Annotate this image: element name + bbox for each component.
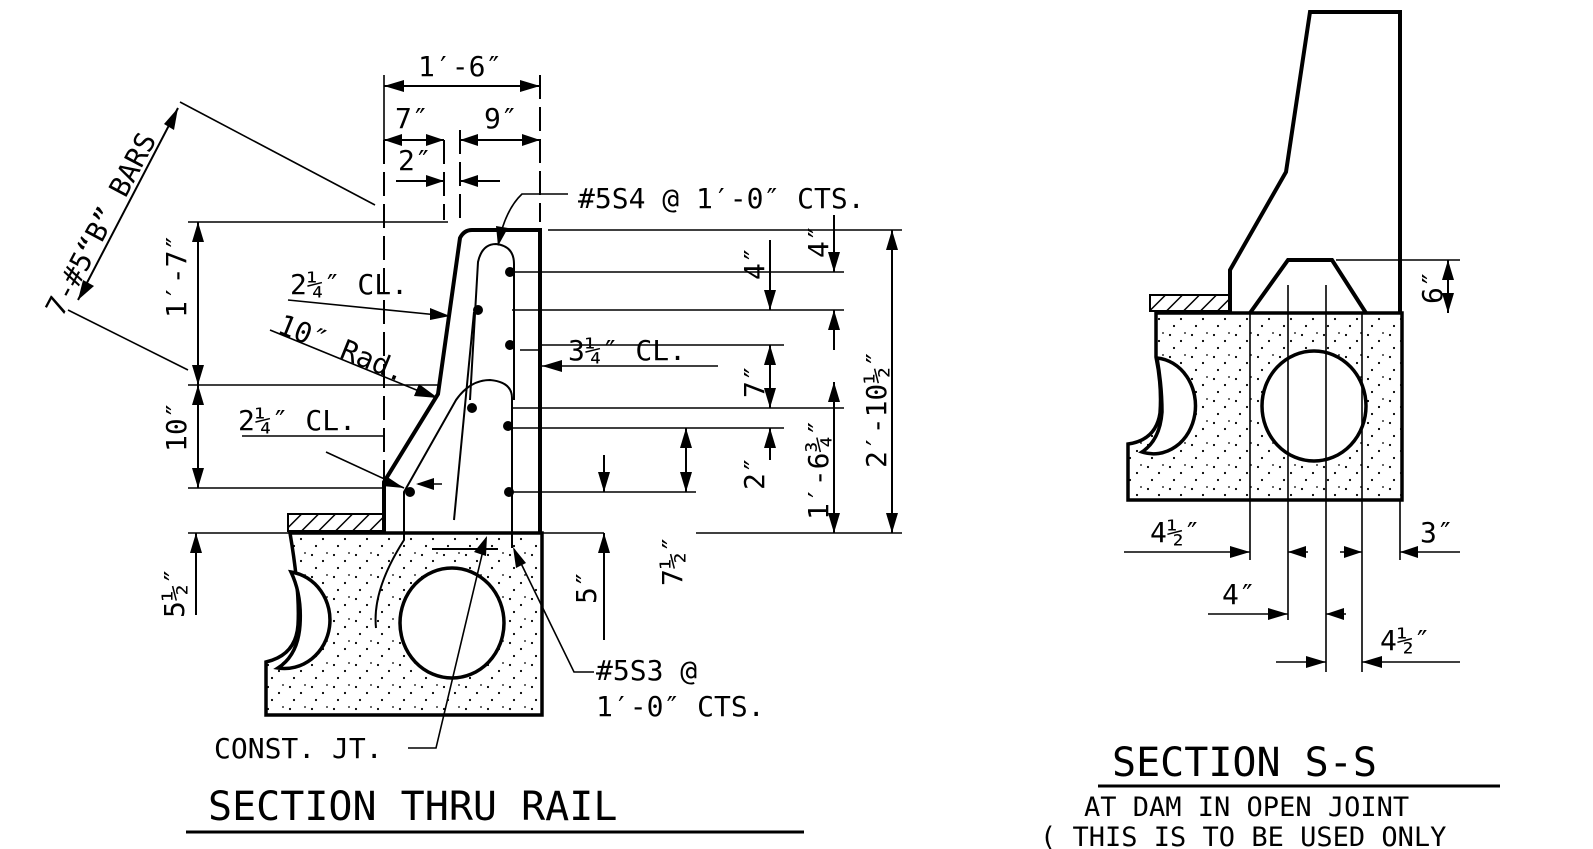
b-bar-dot xyxy=(505,340,515,350)
dim-2: 2″ xyxy=(398,144,432,177)
b-bars-label: 7-#5“B” BARS xyxy=(39,127,163,321)
s3-label-a: #5S3 @ xyxy=(596,654,697,687)
left-vertical-dims xyxy=(188,221,448,615)
void-half xyxy=(273,569,332,671)
title-section-s-s: SECTION S-S xyxy=(1112,740,1377,786)
void-circle-s-s xyxy=(1260,349,1368,463)
section-s-s: 6″ 4½″ 3″ 4″ 4½″ SECTION S-S AT DAM IN O… xyxy=(1040,10,1500,849)
s4-label: #5S4 @ 1′-0″ CTS. xyxy=(578,182,865,215)
void-circle xyxy=(398,566,506,680)
subtitle-s-s: AT DAM IN OPEN JOINT xyxy=(1084,792,1409,823)
dim-3: 3″ xyxy=(1420,516,1454,549)
right-vertical-dims xyxy=(598,215,898,640)
dim-4-half-a: 4½″ xyxy=(1150,516,1201,549)
b-bar-dot xyxy=(405,487,415,497)
dim-7: 7″ xyxy=(395,102,429,135)
title-section-thru-rail: SECTION THRU RAIL xyxy=(208,784,617,830)
dim-2-10-half: 2′-10½″ xyxy=(860,350,893,468)
dim-7-half: 7½″ xyxy=(656,535,689,586)
dim-2-v: 2″ xyxy=(738,456,771,490)
b-bars-leader xyxy=(67,101,376,371)
rad-leader xyxy=(269,329,437,399)
cl-low-label: 2¼″ CL. xyxy=(238,404,356,437)
bar-s4 xyxy=(469,242,515,401)
top-dimensions xyxy=(384,80,540,187)
const-jt-label: CONST. JT. xyxy=(214,732,383,765)
dim-4-b: 4″ xyxy=(738,246,771,280)
bar-s3 xyxy=(374,378,513,629)
s3-label-b: 1′-0″ CTS. xyxy=(596,690,765,723)
s4-leader xyxy=(497,193,568,246)
dim-5-half: 5½″ xyxy=(158,567,191,618)
rail-s-s xyxy=(1228,10,1402,313)
dim-9: 9″ xyxy=(484,102,518,135)
cl-top-label: 2¼″ CL. xyxy=(290,268,408,301)
b-bar-dot xyxy=(503,421,513,431)
section-thru-rail: 1′-6″ 7″ 9″ 2″ 1′-7″ 10″ 5½″ xyxy=(39,50,902,834)
dim-1-7: 1′-7″ xyxy=(160,234,193,318)
existing-curb-hatch xyxy=(287,513,385,532)
dim-4: 4″ xyxy=(1222,578,1256,611)
cl-top-leader xyxy=(287,299,449,317)
b-bar-dot xyxy=(504,487,514,497)
dim-4-half-b: 4½″ xyxy=(1380,624,1431,657)
const-jt-leader xyxy=(408,537,487,749)
b-bar-dot xyxy=(505,267,515,277)
s3-leader xyxy=(513,548,594,673)
b-bar-dot xyxy=(467,403,477,413)
bar-vertical xyxy=(453,311,475,521)
dim-10: 10″ xyxy=(160,401,193,452)
dim-7-v: 7″ xyxy=(738,364,771,398)
b-bar-dot xyxy=(473,305,483,315)
right-ext-lines xyxy=(512,229,902,534)
rad-label: 10″ Rad. xyxy=(273,308,410,389)
dim-5: 5″ xyxy=(570,570,603,604)
dam-s-s xyxy=(1248,258,1368,315)
curb-hatch-s-s xyxy=(1149,294,1231,312)
dim-6: 6″ xyxy=(1416,270,1449,304)
dim-4-a: 4″ xyxy=(802,224,835,258)
cl-mid-label: 3¼″ CL. xyxy=(568,334,686,367)
dim-1-6-34: 1′-6¾″ xyxy=(802,419,835,520)
subtitle2-s-s: ( THIS IS TO BE USED ONLY xyxy=(1040,822,1446,849)
dim-total-top: 1′-6″ xyxy=(418,50,502,83)
void-half-s-s xyxy=(1138,356,1198,456)
